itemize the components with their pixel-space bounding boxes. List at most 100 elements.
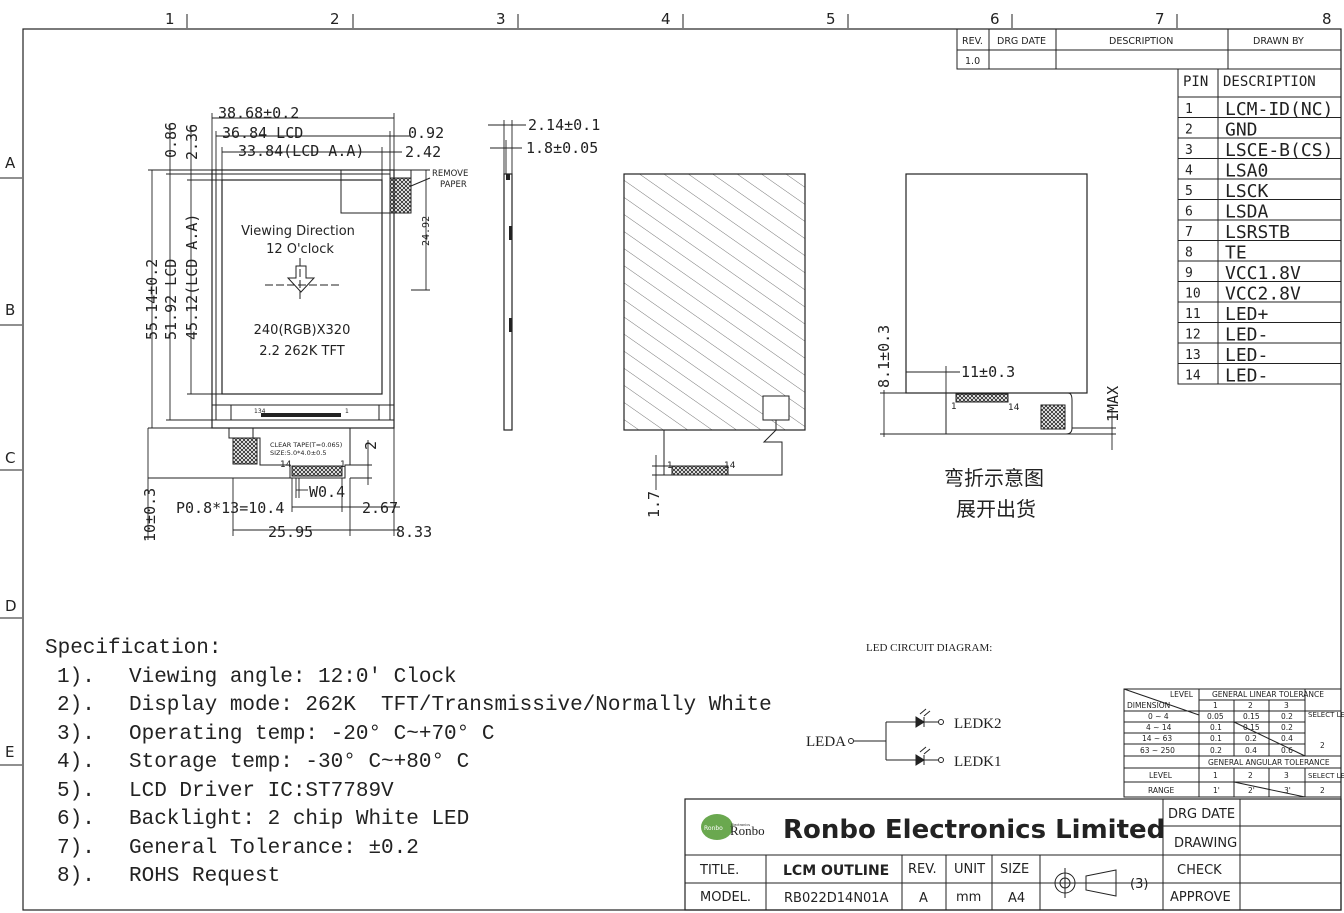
angular-select-level: SELECT LEVEL xyxy=(1308,772,1344,780)
specification-item-number: 4). xyxy=(57,751,95,774)
angular-level-label: LEVEL xyxy=(1149,771,1173,780)
led-circuit-diagram: LED CIRCUIT DIAGRAM: LEDA LEDK2 LEDK1 xyxy=(806,642,1002,770)
viewing-direction-arrow-icon xyxy=(286,265,316,293)
pin-description: LSA0 xyxy=(1225,161,1268,182)
dim-8-1: 8.1±0.3 xyxy=(875,325,893,388)
company-name: Ronbo Electronics Limited xyxy=(783,815,1165,845)
angular-value-1: 1' xyxy=(1213,786,1220,795)
specification-item-number: 1). xyxy=(57,665,95,689)
specification-item: 6).Backlight: 2 chip White LED xyxy=(45,806,772,835)
dim-lcd-height: 51.92 LCD xyxy=(162,259,180,340)
fold-caption-1: 弯折示意图 xyxy=(944,467,1044,490)
rev-value: 1.0 xyxy=(965,56,980,67)
pin-description: GND xyxy=(1225,120,1258,141)
pin-number: 4 xyxy=(1185,164,1193,179)
grid-col-5: 5 xyxy=(826,10,836,28)
title-label: TITLE. xyxy=(699,863,739,878)
angular-level-3: 3 xyxy=(1284,771,1289,780)
specification-item-text: Operating temp: -20° C~+70° C xyxy=(129,722,495,746)
pin-description-header: DESCRIPTION xyxy=(1223,74,1316,90)
tolerance-dimension-label: DIMENSION xyxy=(1127,701,1170,710)
pin-number: 7 xyxy=(1185,225,1193,240)
rev-value-cell: A xyxy=(919,891,928,906)
grid-column-markers: 1 2 3 4 5 6 7 8 xyxy=(165,10,1332,28)
pin-number: 2 xyxy=(1185,123,1193,138)
pin-description: LCM-ID(NC) xyxy=(1225,99,1333,120)
company-logo: Ronbo Electronics Ronbo xyxy=(701,814,765,840)
back-fpc-pin-14: 14 xyxy=(724,461,736,471)
model-value: RB022D14N01A xyxy=(784,891,889,906)
dim-1max: 1MAX xyxy=(1104,386,1122,422)
drawing-border xyxy=(22,28,1342,911)
drg-date-header: DRG DATE xyxy=(997,36,1046,47)
viewing-direction-label: Viewing Direction xyxy=(241,224,355,239)
unit-label: UNIT xyxy=(954,862,985,877)
grid-row-d: D xyxy=(5,597,17,615)
fold-fpc-pin-14: 14 xyxy=(1008,403,1020,413)
specification-item-number: 5). xyxy=(57,779,95,803)
pin-description: LED- xyxy=(1225,366,1268,387)
grid-col-3: 3 xyxy=(496,10,506,28)
clear-tape-size: SIZE:5.0*4.0±0.5 xyxy=(270,449,327,457)
angular-value-2: 2' xyxy=(1248,786,1255,795)
pin-description: VCC1.8V xyxy=(1225,263,1301,284)
tol-row-3-l3: 0.4 xyxy=(1281,734,1293,743)
tolerance-level-3: 3 xyxy=(1284,701,1289,710)
tol-row-2-range: 4 ~ 14 xyxy=(1146,723,1172,732)
angular-value-3: 3' xyxy=(1284,786,1291,795)
tol-row-2-l3: 0.2 xyxy=(1281,723,1293,732)
dim-2: 2 xyxy=(362,441,380,450)
tol-row-1-l3: 0.2 xyxy=(1281,712,1293,721)
rev-label: REV. xyxy=(908,862,937,877)
tol-row-4-l3: 0.6 xyxy=(1281,746,1293,755)
led-cathode-2-label: LEDK2 xyxy=(954,716,1002,732)
angular-selected: 2 xyxy=(1320,786,1325,795)
specification-item-text: Display mode: 262K TFT/Transmissive/Norm… xyxy=(129,694,772,717)
grid-row-b: B xyxy=(5,301,15,319)
pin-number: 6 xyxy=(1185,205,1193,220)
grid-row-c: C xyxy=(5,449,15,467)
specification-item: 4). Storage temp: -30° C~+80° C xyxy=(45,749,772,778)
resolution-label: 240(RGB)X320 xyxy=(254,323,351,338)
tolerance-angular-title: GENERAL ANGULAR TOLERANCE xyxy=(1208,758,1330,767)
fpc-top-pin-134: 134 xyxy=(254,408,266,415)
dim-active-area-height: 45.12(LCD A.A) xyxy=(183,214,201,340)
pin-description: TE xyxy=(1225,243,1247,264)
tol-row-3-range: 14 ~ 63 xyxy=(1142,734,1172,743)
specification-item-number: 6). xyxy=(57,808,95,831)
pin-number: 9 xyxy=(1185,266,1193,281)
specification-item: 5).LCD Driver IC:ST7789V xyxy=(45,778,772,807)
pin-number: 10 xyxy=(1185,287,1201,302)
tol-row-4-range: 63 ~ 250 xyxy=(1140,746,1175,755)
grid-col-4: 4 xyxy=(661,10,671,28)
pin-description: LSCK xyxy=(1225,181,1269,202)
dim-2-36: 2.36 xyxy=(183,124,201,160)
dim-11: 11±0.3 xyxy=(961,363,1015,381)
fold-view: 8.1±0.3 11±0.3 1 14 1MAX 弯折示意图 展开出货 xyxy=(875,173,1122,521)
side-view: 2.14±0.1 1.8±0.05 xyxy=(488,116,600,431)
angular-level-1: 1 xyxy=(1213,771,1218,780)
angular-level-2: 2 xyxy=(1248,771,1253,780)
dim-1-7: 1.7 xyxy=(645,491,663,518)
angular-range-label: RANGE xyxy=(1148,786,1174,795)
dim-24-92: 24.92 xyxy=(421,216,432,246)
dim-2-42: 2.42 xyxy=(405,143,441,161)
logo-subtext: Electronics xyxy=(731,823,750,827)
logo-mark-text: Ronbo xyxy=(704,825,723,832)
dim-25-95: 25.95 xyxy=(268,523,313,541)
specification-item-text: Storage temp: -30° C~+80° C xyxy=(129,751,470,774)
drg-date-label: DRG DATE xyxy=(1168,807,1235,822)
viewing-direction-clock: 12 O'clock xyxy=(266,242,334,257)
pin-description: LSDA xyxy=(1225,202,1269,223)
remove-paper-label-2: PAPER xyxy=(440,180,467,190)
specification-item: 3).Operating temp: -20° C~+70° C xyxy=(45,721,772,750)
pin-number: 11 xyxy=(1185,307,1201,322)
title-block: Ronbo Electronics Ronbo Ronbo Electronic… xyxy=(684,798,1342,911)
grid-col-6: 6 xyxy=(990,10,1000,28)
tolerance-linear-title: GENERAL LINEAR TOLERANCE xyxy=(1212,690,1324,699)
specification-item-number: 2). xyxy=(57,694,95,717)
dim-w04: W0.4 xyxy=(309,483,345,501)
